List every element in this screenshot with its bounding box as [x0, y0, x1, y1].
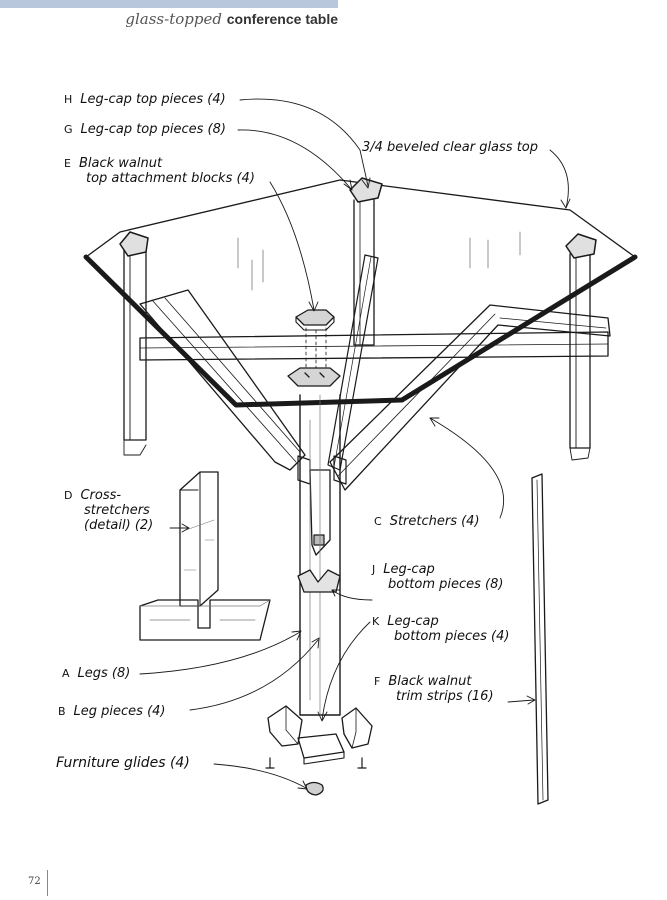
leg-back-right	[569, 253, 591, 449]
leader-glides	[213, 763, 307, 789]
leg-cap-bottom-k-left	[267, 705, 303, 747]
trim-strip	[531, 473, 549, 805]
header-title-italic: glass-topped	[125, 10, 222, 28]
stretcher-left	[139, 289, 306, 471]
label-furniture-glides: Furniture glides (4)	[56, 755, 190, 771]
leader-b	[189, 639, 319, 711]
furniture-glide	[265, 757, 367, 769]
leader-a	[139, 631, 301, 675]
rear-stretcher	[139, 331, 609, 361]
label-glass-top: 3/4 beveled clear glass top	[362, 140, 539, 155]
header-band	[0, 0, 338, 8]
leg-back-left	[123, 249, 147, 441]
cross-stretcher-detail-horizontal	[139, 599, 271, 641]
top-attachment-block	[295, 309, 335, 326]
leader-f	[507, 699, 535, 703]
header-title-bold: conference table	[226, 11, 338, 27]
glass-top-outline	[85, 179, 636, 406]
stretcher-right	[329, 304, 611, 491]
leg-cap-bottom-j	[297, 569, 341, 593]
stretcher-back	[327, 254, 379, 471]
leg-cap-bottom-k-center	[297, 733, 345, 759]
leader-j	[331, 589, 373, 601]
page-number-rule	[47, 870, 48, 896]
leg-back-center	[353, 199, 375, 346]
leader-glass	[549, 149, 569, 209]
leader-c	[429, 417, 505, 519]
leader-e	[269, 181, 315, 311]
top-attachment-block-lower	[287, 367, 341, 387]
glass-top-front-edge	[83, 254, 638, 408]
running-header: glass-topped conference table	[0, 8, 338, 30]
leader-h	[239, 98, 369, 187]
leader-k	[321, 621, 371, 721]
leg-cap-bottom-k-right	[341, 707, 373, 749]
leader-g	[237, 129, 353, 191]
cross-stretcher-detail-vertical	[179, 471, 219, 607]
page-number: 72	[28, 876, 41, 887]
